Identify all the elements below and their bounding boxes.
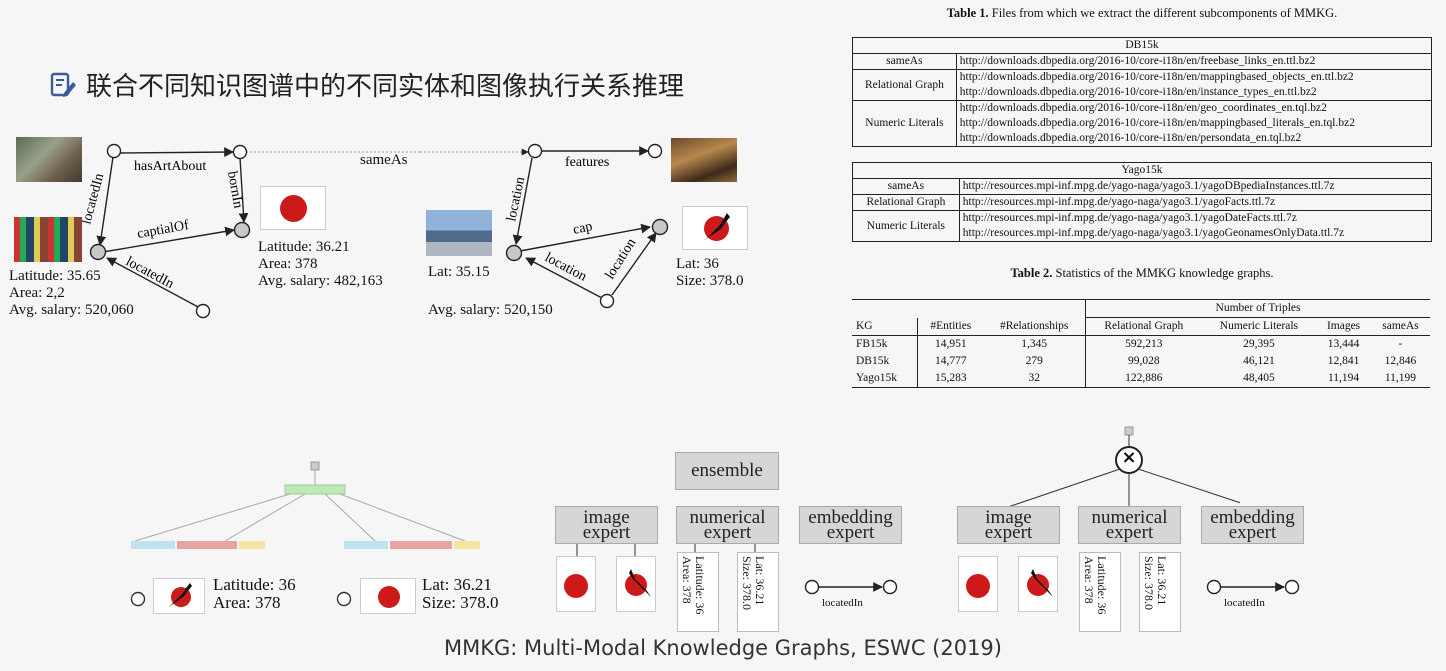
right-node-a-attrs: Lat: 35.15 [428,264,490,280]
embedding-tree-diagram [131,461,480,549]
japan-map-icon [1018,556,1058,612]
node-a-attrs: Latitude: 35.65 Area: 2,2 Avg. salary: 5… [9,268,134,318]
expert-connectors [576,544,756,556]
combiner-diagram [1007,426,1240,508]
graph-node [89,243,107,261]
right-knowledge-graph: features location cap location location [420,143,669,309]
edge-label: bornIn [224,170,245,209]
document-edit-icon [50,72,76,97]
numerical-expert: numerical expert [676,506,779,544]
ensemble-box: ensemble [675,452,779,490]
numerical-card: Lat: 36.21 Size: 378.0 [1139,552,1181,632]
graph-node [106,143,122,159]
embedding-expert: embedding expert [1201,506,1304,544]
numerical-card: Lat: 36.21 Size: 378.0 [737,552,779,632]
japan-flag-icon [958,556,998,612]
right-node-b-attrs: Lat: 36 Size: 378.0 [676,256,744,289]
title-text: 联合不同知识图谱中的不同实体和图像执行关系推理 [86,72,685,102]
photo-icon [14,217,82,262]
graph-node [233,221,251,239]
combiner-symbol: × [1121,447,1137,468]
embedding-edge [1206,579,1300,595]
left-knowledge-graph: hasArtAbout captialOf locatedIn bornIn l… [79,143,420,319]
numerical-card: Latitude: 36 Area: 378 [1079,552,1121,632]
footer-citation: MMKG: Multi-Modal Knowledge Graphs, ESWC… [444,636,1002,660]
graph-node [336,591,352,607]
japan-flag-icon [360,578,416,614]
image-expert: image expert [555,506,658,544]
page-title: 联合不同知识图谱中的不同实体和图像执行关系推理 [50,66,684,103]
table1-caption: Table 1. Files from which we extract the… [946,6,1338,20]
photo-icon [671,138,737,182]
numerical-expert: numerical expert [1078,506,1181,544]
edge-label: cap [572,219,594,238]
graph-node [195,303,211,319]
embedding-edge [804,579,898,595]
edge-label: features [565,155,609,170]
node-b-attrs: Latitude: 36.21 Area: 378 Avg. salary: 4… [258,239,383,289]
photo-icon [16,137,82,182]
table1-db-header: DB15k [853,38,1431,54]
sameas-label: sameAs [360,152,408,168]
edge-label: locatedIn [822,597,863,609]
graph-node [232,144,248,160]
table1-yago-header: Yago15k [853,163,1431,179]
japan-flag-icon [556,556,596,612]
japan-map-icon [616,556,656,612]
table2-caption: Table 2. Statistics of the MMKG knowledg… [1010,266,1274,280]
numerical-card: Latitude: 36 Area: 378 [677,552,719,632]
edge-label: locatedIn [79,172,107,226]
edge-label: hasArtAbout [134,159,206,174]
photo-icon [426,210,492,256]
edge-label: location [603,236,640,282]
table2: Number of Triples KG #Entities #Relation… [852,299,1430,388]
graph-node [130,591,146,607]
right-node-a-salary: Avg. salary: 520,150 [428,302,553,318]
japan-map-icon [153,578,205,614]
japan-map-icon [682,206,748,250]
image-expert: image expert [957,506,1060,544]
japan-flag-icon [260,186,326,230]
embedding-expert: embedding expert [799,506,902,544]
edge-label: locatedIn [1224,597,1265,609]
